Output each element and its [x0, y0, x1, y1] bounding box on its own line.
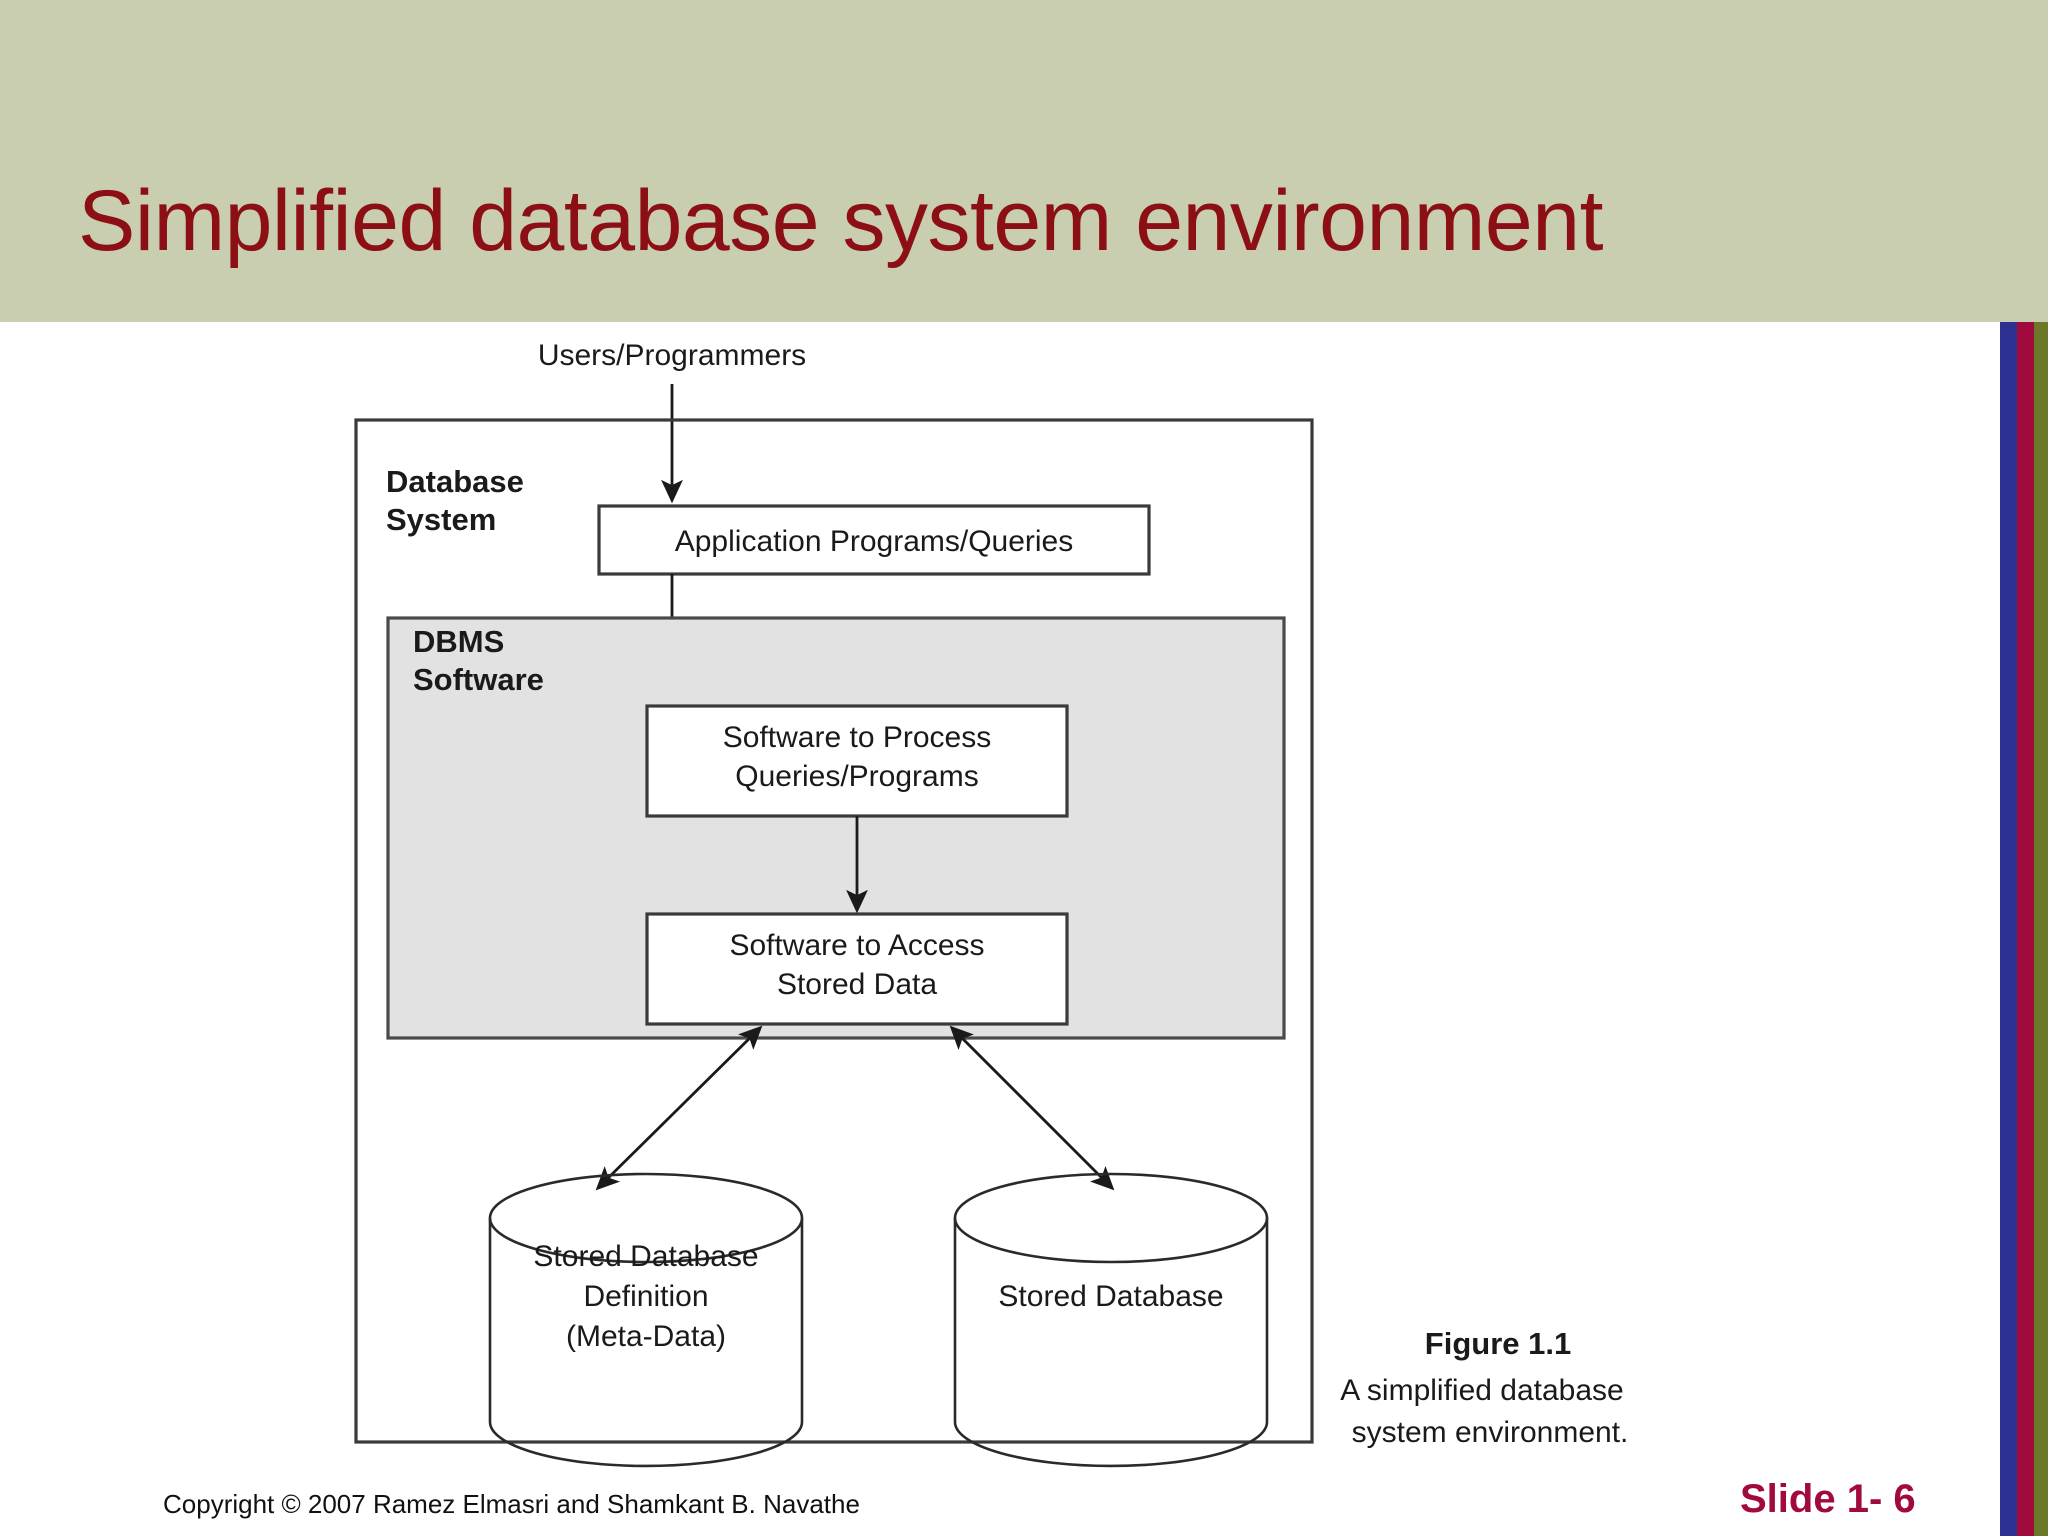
application-programs-label: Application Programs/Queries	[675, 525, 1074, 558]
software-to-process-box	[645, 704, 1069, 818]
stored-db-definition-label-line1: Stored Database	[533, 1240, 758, 1273]
arrow-access-to-database	[949, 1025, 1115, 1191]
dbms-software-label-line2: Software	[413, 662, 544, 697]
stored-db-definition-label-line3: (Meta-Data)	[566, 1320, 726, 1353]
software-to-process-label-line1: Software to Process	[723, 721, 991, 754]
figure-caption-line1: A simplified database	[1340, 1374, 1624, 1407]
software-to-access-box	[645, 912, 1069, 1026]
database-system-diagram: Users/Programmers Database System Applic…	[354, 339, 1629, 1468]
accent-bar-olive	[2034, 322, 2048, 1536]
accent-bar-red	[2017, 322, 2034, 1536]
users-programmers-label: Users/Programmers	[538, 339, 806, 372]
page-title: Simplified database system environment	[78, 173, 1603, 269]
dbms-software-label-line1: DBMS	[413, 624, 504, 659]
slide-number: Slide 1- 6	[1740, 1477, 1916, 1521]
software-to-access-label-line2: Stored Data	[777, 968, 937, 1001]
figure-caption-title: Figure 1.1	[1425, 1326, 1571, 1361]
database-system-label-line1: Database	[386, 464, 524, 499]
stored-database-cylinder: Stored Database	[953, 1172, 1269, 1468]
application-programs-box	[597, 504, 1151, 576]
database-system-label-line2: System	[386, 502, 496, 537]
software-to-access-label-line1: Software to Access	[729, 929, 984, 962]
software-to-process-label-line2: Queries/Programs	[735, 760, 978, 793]
title-band: Simplified database system environment	[0, 0, 2048, 322]
figure-caption-line2: system environment.	[1352, 1416, 1629, 1449]
slide-body: Users/Programmers Database System Applic…	[0, 322, 2000, 1536]
stored-database-label: Stored Database	[998, 1280, 1223, 1313]
database-system-container	[354, 418, 1314, 1444]
arrow-access-to-metadata	[595, 1025, 763, 1191]
copyright-notice: Copyright © 2007 Ramez Elmasri and Shamk…	[163, 1489, 860, 1519]
stored-database-definition-cylinder: Stored Database Definition (Meta-Data)	[488, 1172, 804, 1468]
stored-db-definition-label-line2: Definition	[583, 1280, 708, 1313]
accent-bar-blue	[2000, 322, 2017, 1536]
accent-bar-group	[2000, 322, 2048, 1536]
